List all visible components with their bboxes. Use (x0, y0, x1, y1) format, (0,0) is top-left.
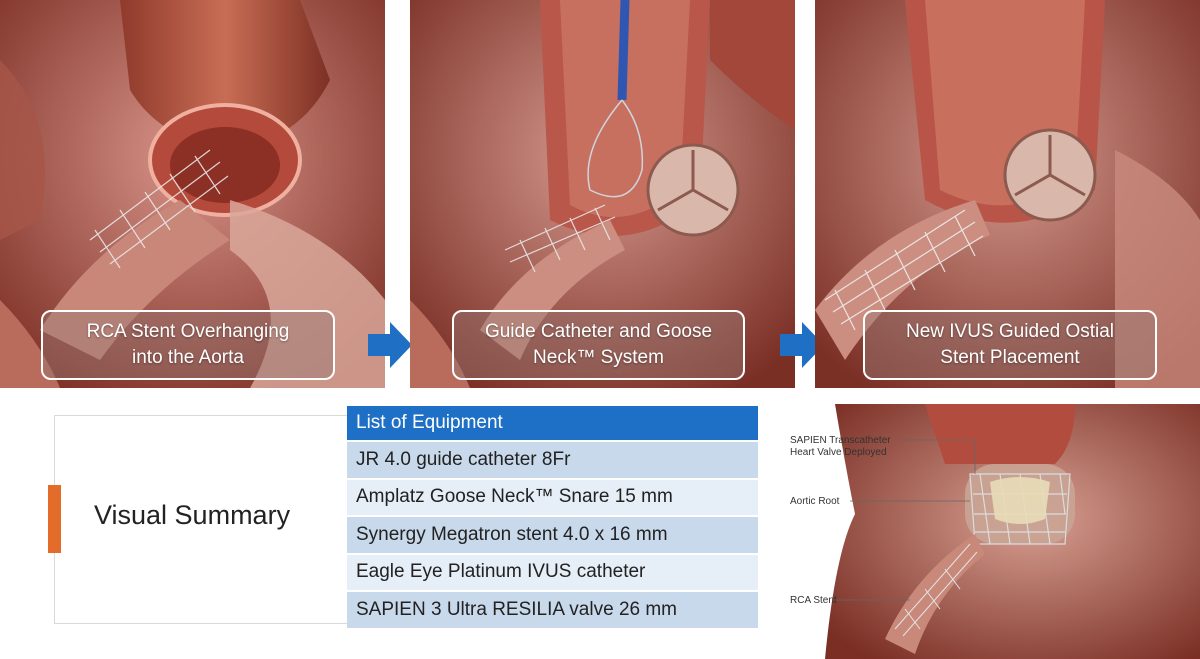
valve-illustration (825, 404, 1200, 659)
summary-accent-bar (48, 485, 61, 553)
label-line: Heart Valve Deployed (790, 447, 887, 458)
table-row: SAPIEN 3 Ultra RESILIA valve 26 mm (347, 592, 758, 630)
summary-box (54, 415, 348, 624)
caption-line: Stent Placement (940, 347, 1080, 368)
equipment-table: List of Equipment JR 4.0 guide catheter … (347, 406, 758, 630)
heart-illustration-3 (815, 0, 1200, 388)
panel-3-caption: New IVUS Guided Ostial Stent Placement (863, 310, 1157, 380)
caption-line: into the Aorta (132, 347, 244, 368)
label-rca-stent: RCA Stent (790, 595, 837, 606)
arrow-right-icon (368, 322, 412, 368)
caption-line: Neck™ System (533, 347, 664, 368)
panel-1-caption: RCA Stent Overhanging into the Aorta (41, 310, 335, 380)
table-row: JR 4.0 guide catheter 8Fr (347, 442, 758, 480)
table-row: Amplatz Goose Neck™ Snare 15 mm (347, 479, 758, 517)
annotated-valve-figure: SAPIEN Transcatheter Heart Valve Deploye… (775, 404, 1200, 659)
caption-line: Guide Catheter and Goose (484, 321, 713, 342)
panel-2-caption: Guide Catheter and Goose Neck™ System (452, 310, 745, 380)
label-sapien-valve: SAPIEN Transcatheter Heart Valve Deploye… (790, 435, 891, 459)
illustration-panel-1: RCA Stent Overhanging into the Aorta (0, 0, 385, 388)
label-line: SAPIEN Transcatheter (790, 435, 891, 446)
label-aortic-root: Aortic Root (790, 496, 840, 507)
equipment-table-header: List of Equipment (347, 406, 758, 442)
caption-line: RCA Stent Overhanging (86, 321, 290, 342)
arrow-right-icon (780, 322, 824, 368)
heart-illustration-2 (410, 0, 795, 388)
heart-illustration-1 (0, 0, 385, 388)
illustration-panel-3: New IVUS Guided Ostial Stent Placement (815, 0, 1200, 388)
table-row: Eagle Eye Platinum IVUS catheter (347, 554, 758, 592)
summary-title: Visual Summary (94, 500, 291, 530)
illustration-panel-2: Guide Catheter and Goose Neck™ System (410, 0, 795, 388)
table-row: Synergy Megatron stent 4.0 x 16 mm (347, 517, 758, 555)
caption-line: New IVUS Guided Ostial (905, 321, 1115, 342)
